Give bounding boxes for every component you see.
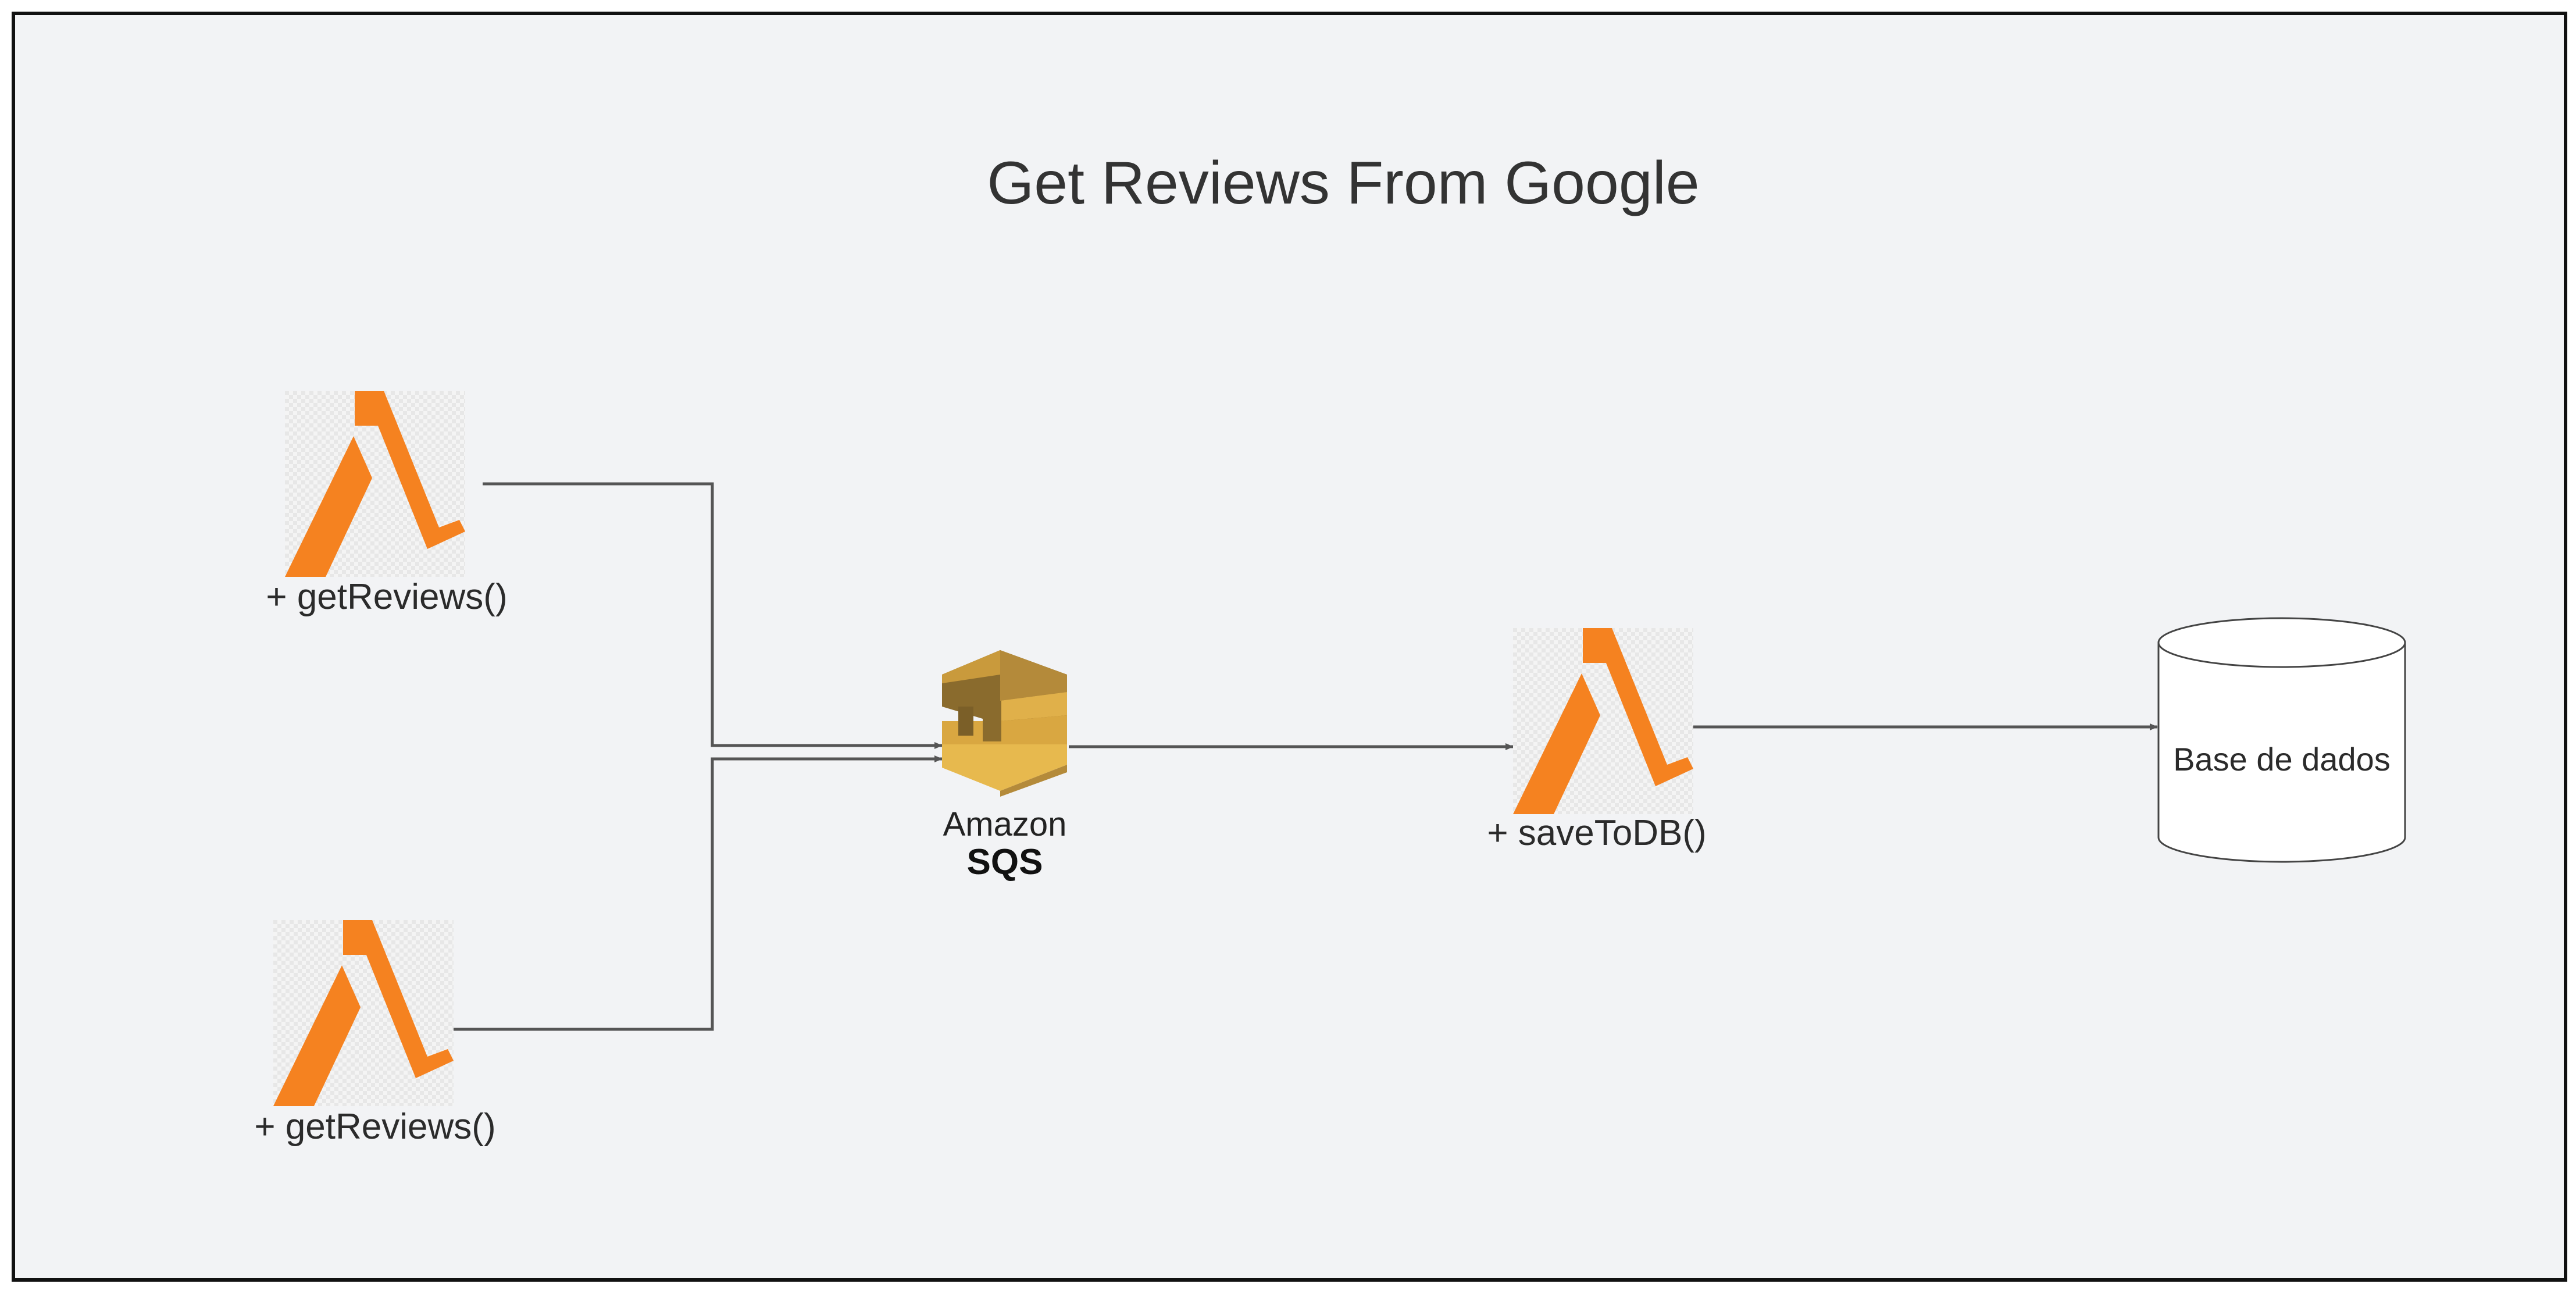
connectors (454, 482, 2158, 1031)
lambda-save-label: + saveToDB() (1487, 813, 1706, 853)
database-label: Base de dados (2173, 741, 2391, 778)
amazon-sqs-icon (942, 650, 1067, 797)
sqs-label-sqs: SQS (967, 842, 1043, 882)
lambda-get-reviews-top: + getReviews() (266, 391, 508, 617)
lambda-bottom-label: + getReviews() (254, 1107, 495, 1147)
lambda-get-reviews-bottom: + getReviews() (254, 920, 496, 1147)
connector-bottom-lambda-to-sqs (454, 755, 943, 1031)
lambda-save-to-db: + saveToDB() (1487, 628, 1707, 853)
connector-top-lambda-to-sqs (483, 482, 943, 749)
aws-lambda-icon (285, 391, 465, 577)
aws-lambda-icon (273, 920, 454, 1106)
lambda-top-label: + getReviews() (266, 577, 507, 617)
aws-lambda-icon (1513, 628, 1693, 814)
diagram-title: Get Reviews From Google (987, 149, 1699, 217)
sqs-label-amazon: Amazon (943, 805, 1067, 843)
database-cylinder-icon (2157, 617, 2406, 863)
amazon-sqs-node: Amazon SQS (942, 650, 1067, 882)
database-node: Base de dados (2157, 617, 2406, 863)
